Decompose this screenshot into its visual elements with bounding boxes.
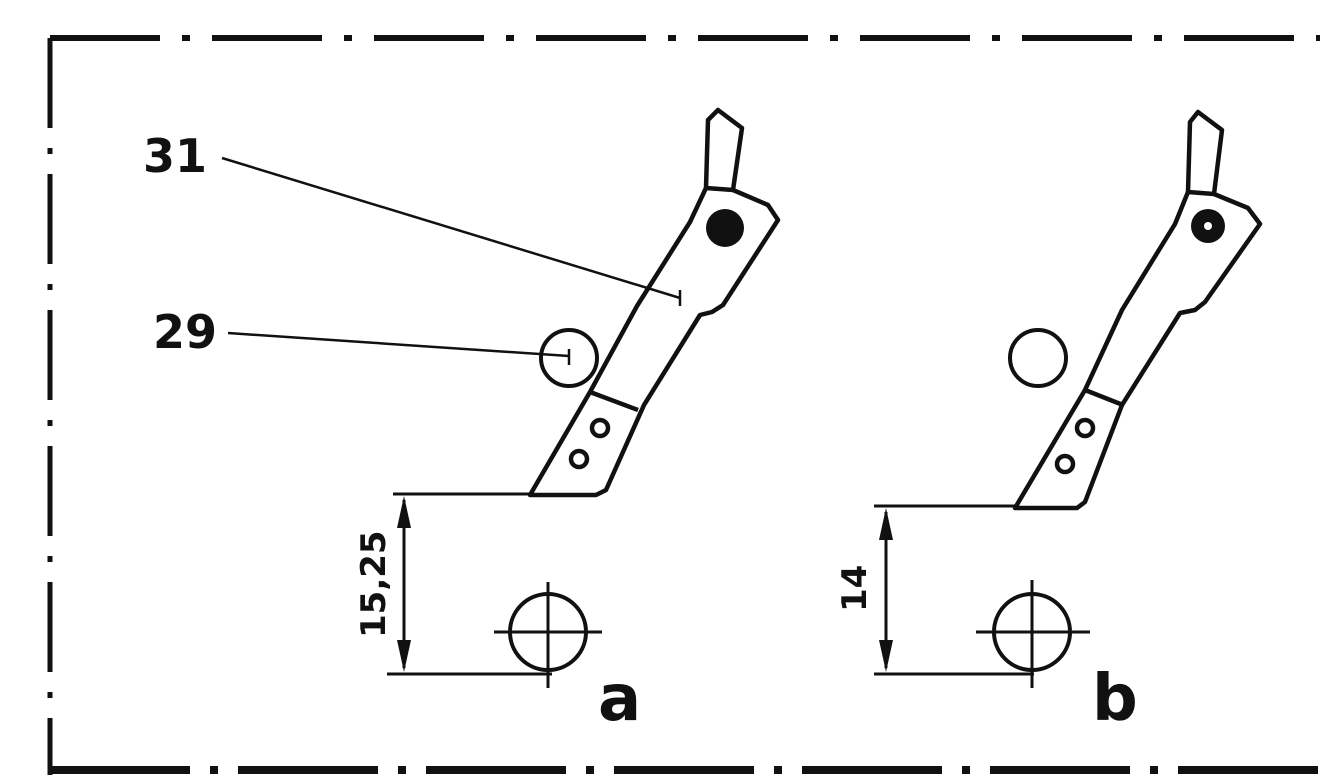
small-hole-a2 <box>568 448 590 470</box>
knife-tip-a <box>703 107 745 191</box>
dimension-value-a: 15,25 <box>354 530 394 638</box>
centre-mark-a <box>494 582 602 688</box>
plate-separator-b <box>1084 387 1124 408</box>
pivot-pin-a <box>706 209 744 247</box>
view-label-b: b <box>1092 662 1138 736</box>
callout-31: 31 <box>143 129 207 183</box>
leader-line-29 <box>227 331 570 358</box>
frame-border <box>47 35 1320 775</box>
dimension-value-b: 14 <box>835 565 875 612</box>
callout-29: 29 <box>153 305 217 359</box>
knife-tip-b <box>1185 109 1225 195</box>
plate-separator-a <box>589 389 639 413</box>
centre-mark-b <box>976 580 1090 688</box>
part-29-circle-b <box>1008 328 1068 388</box>
pivot-pin-b-centre <box>1204 222 1212 230</box>
part-29-circle-a <box>539 328 599 388</box>
dimension-b <box>874 504 1034 676</box>
dim-arrow-top-a <box>397 496 411 528</box>
lever-part-b <box>1012 109 1263 511</box>
small-hole-b2 <box>1054 453 1076 475</box>
small-hole-b1 <box>1074 417 1096 439</box>
lever-part-a <box>527 107 781 498</box>
dim-arrow-top-b <box>879 508 893 540</box>
view-label-a: a <box>598 662 641 736</box>
dimension-a <box>387 492 552 676</box>
view-a: 31 29 15,25 a <box>143 107 781 736</box>
small-hole-a1 <box>589 417 611 439</box>
dim-arrow-bottom-a <box>397 640 411 672</box>
lever-outline-b <box>1012 189 1263 511</box>
view-b: 14 b <box>835 109 1263 736</box>
leader-line-31 <box>221 156 681 300</box>
dim-arrow-bottom-b <box>879 640 893 672</box>
lever-outline-a <box>527 185 781 498</box>
